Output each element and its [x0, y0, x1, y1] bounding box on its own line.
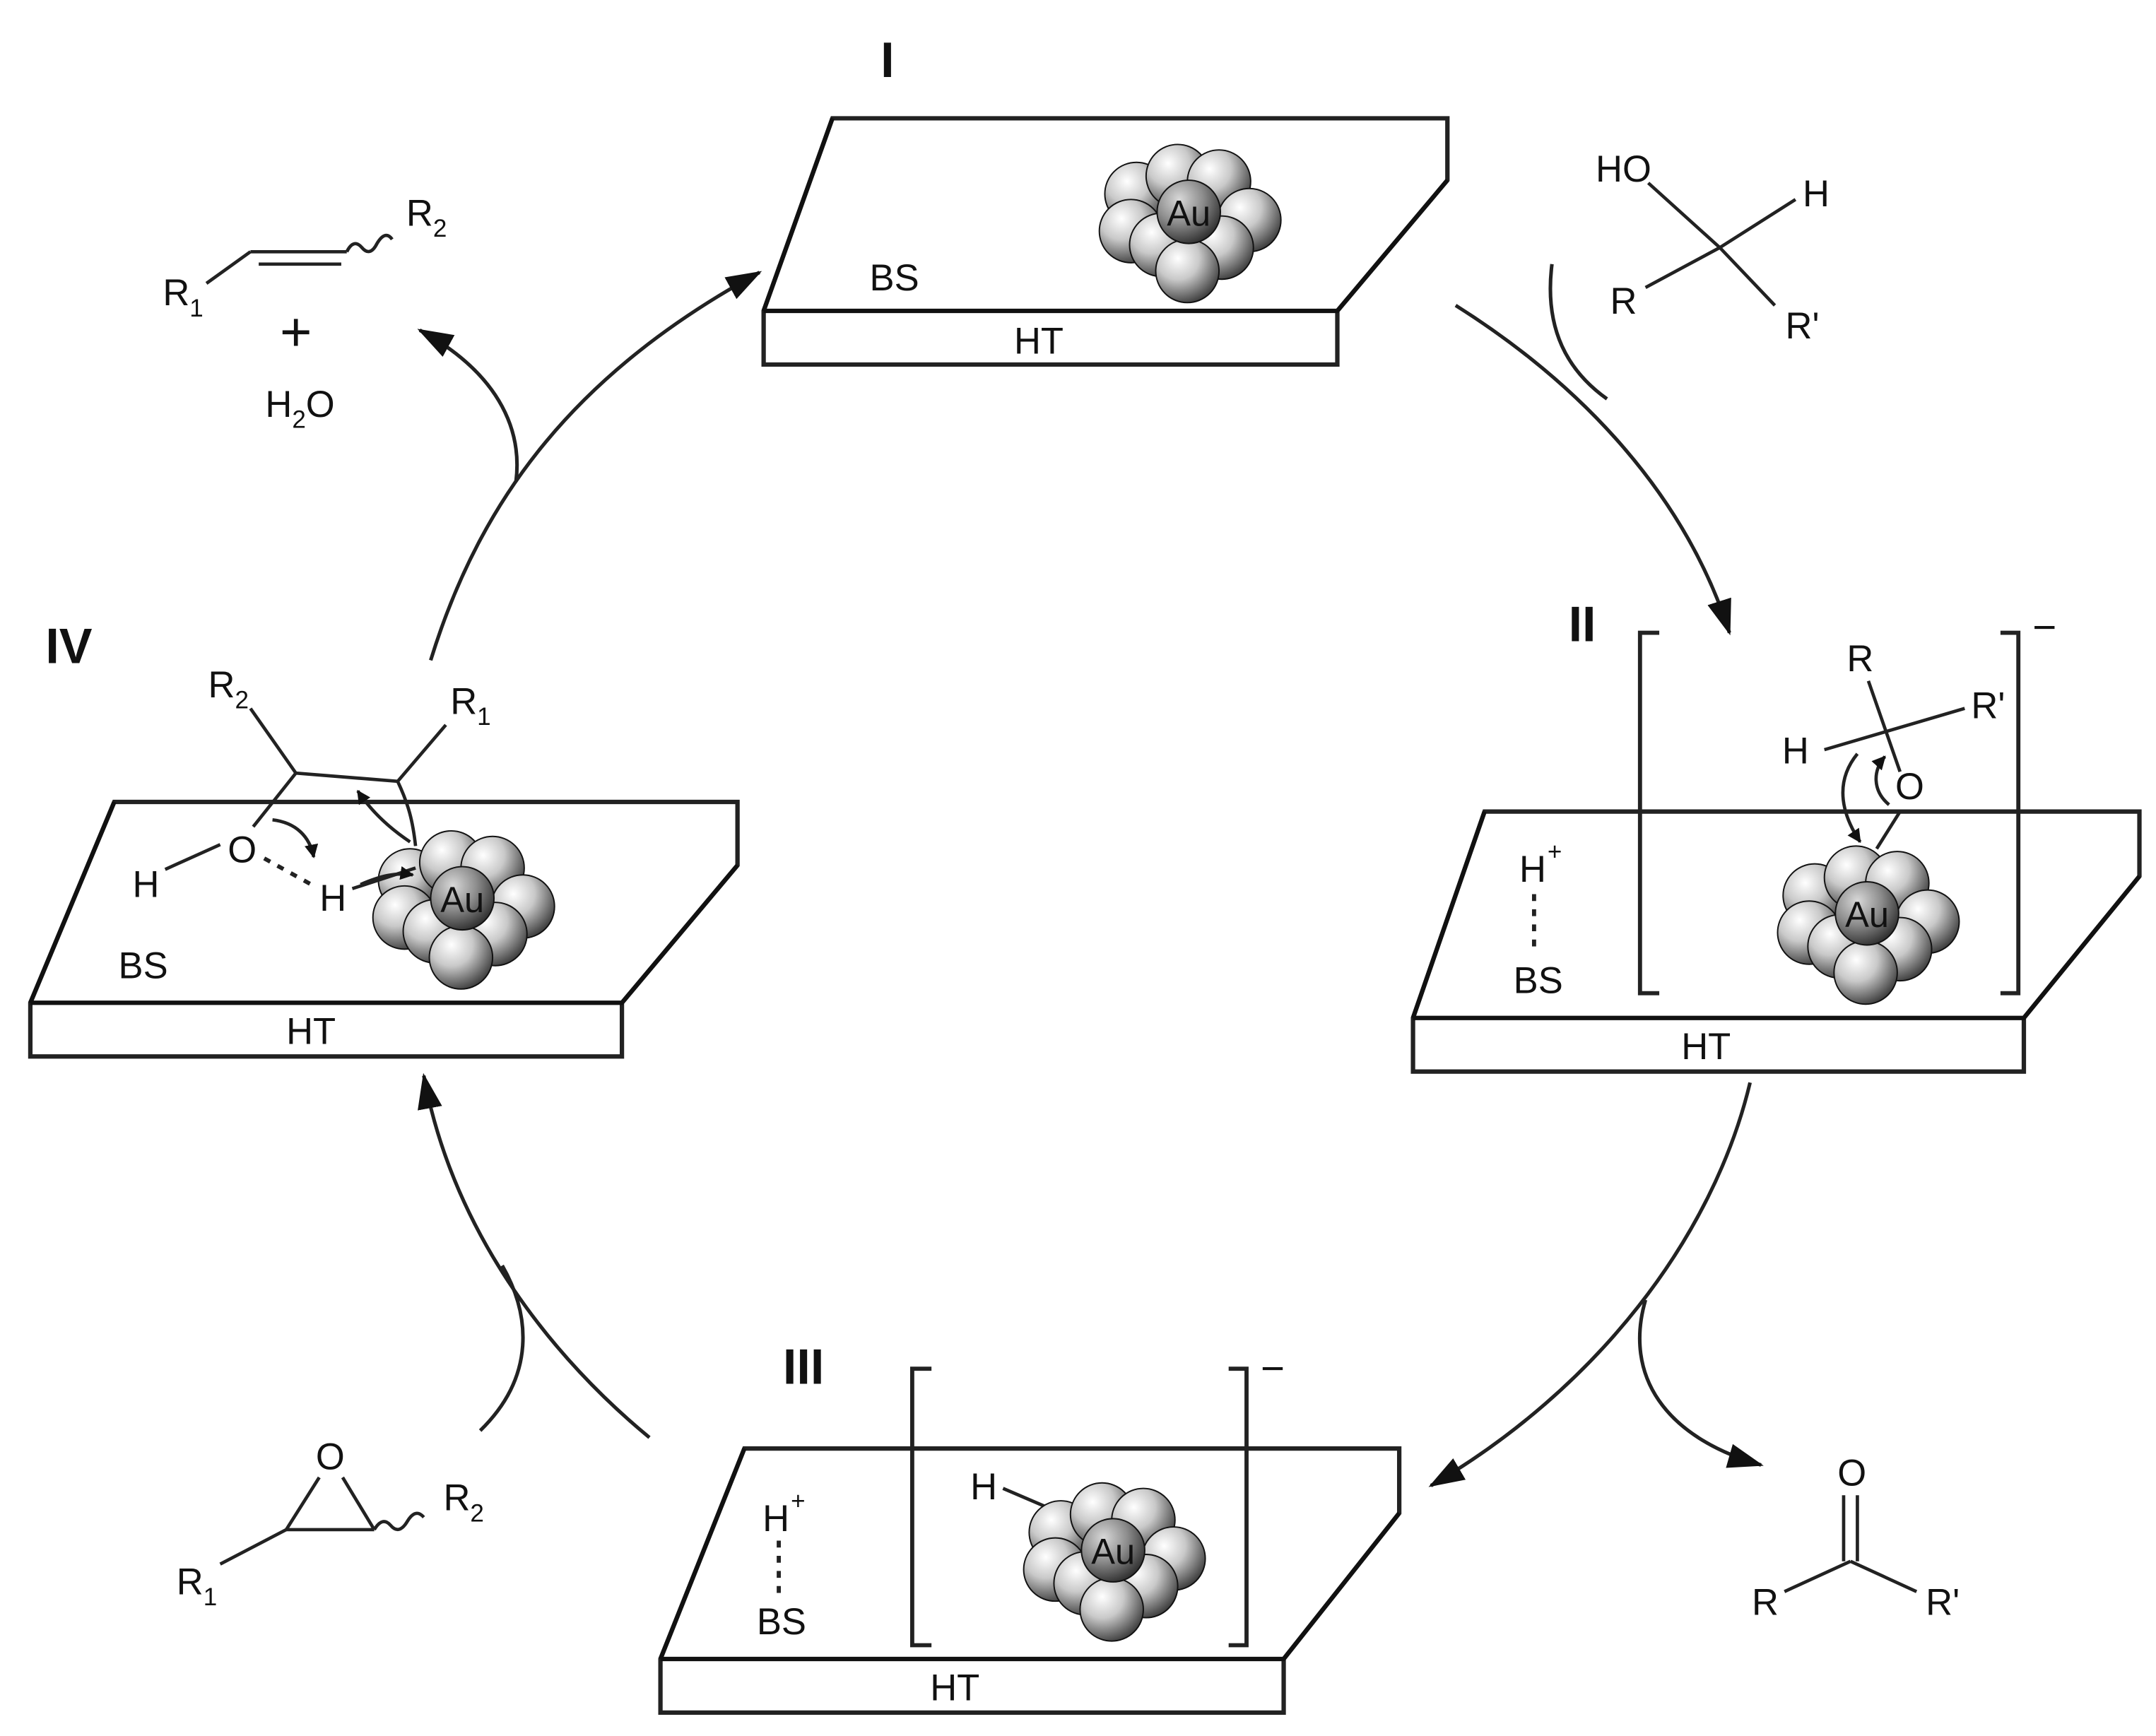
state-iv: IV HT BS Au R2 R1 H O H	[28, 618, 740, 1059]
alkene-release-arrow	[417, 329, 519, 482]
plus-sign: +	[280, 301, 312, 362]
ketone-release-arrow	[1637, 1299, 1764, 1468]
bracket-left-ii	[1637, 630, 1660, 996]
alcohol-r-prime: R'	[1786, 305, 1820, 347]
ketone-r-prime: R'	[1926, 1582, 1960, 1624]
arrow-ii-to-iii	[1428, 1082, 1753, 1487]
ketone-oxygen: O	[1837, 1453, 1866, 1494]
state-label-iii: III	[783, 1340, 824, 1395]
epoxide-substrate: O R1 R2	[177, 1436, 484, 1611]
ring-opening-arrow-iv	[272, 818, 319, 858]
epoxide-opening-iv: R2 R1 H O H	[132, 664, 490, 919]
ketone-product: O R R'	[1752, 1453, 1960, 1624]
basic-site-label-i: BS	[870, 257, 919, 299]
state-label-ii: II	[1569, 596, 1596, 651]
epoxide-oxygen: O	[316, 1436, 345, 1477]
state-iii: III HT − H + BS H Au	[658, 1340, 1402, 1716]
proton-charge-iii: +	[791, 1487, 805, 1515]
arrow-iii-to-iv	[418, 1073, 651, 1439]
hydride-shift-arrow-ii	[1841, 752, 1862, 844]
state-label-iv: IV	[45, 618, 92, 673]
complex-charge-ii: −	[2032, 604, 2056, 650]
gold-label-iii: Au	[1091, 1532, 1135, 1572]
cycle-arrows	[417, 264, 1764, 1487]
oxygen-iv: O	[228, 829, 257, 871]
support-plate-ii	[1410, 809, 2142, 1074]
support-label-iii: HT	[930, 1667, 979, 1708]
substituent-r-ii: R	[1846, 638, 1873, 680]
state-label-i: I	[880, 33, 894, 88]
secondary-alcohol: HO H R R'	[1596, 148, 1830, 347]
ketone-r: R	[1752, 1582, 1779, 1624]
h-bond-iv	[263, 856, 315, 888]
oxygen-ii: O	[1895, 766, 1924, 808]
electron-push-arrow-ii	[1871, 755, 1890, 806]
arrow-i-to-ii	[1454, 304, 1731, 636]
alcohol-hydrogen: H	[1803, 173, 1830, 215]
water-product: H2O	[265, 384, 334, 434]
bracket-left-iii	[909, 1366, 932, 1648]
hydride-return-arrow-iv	[356, 789, 411, 844]
alkene-and-water-products: R1 R2 + H2O	[163, 192, 447, 433]
alpha-hydrogen-ii: H	[1782, 731, 1809, 772]
epoxide-entry-arrow	[478, 1264, 525, 1432]
state-i: I HT BS Au	[761, 33, 1450, 367]
alcohol-r: R	[1610, 281, 1637, 322]
substituent-r-prime-ii: R'	[1971, 685, 2005, 726]
gold-label-iv: Au	[440, 880, 484, 920]
basic-site-label-iii: BS	[757, 1601, 806, 1643]
hydroxyl-hydrogen-iv: H	[132, 863, 159, 905]
alkene-r2: R2	[406, 192, 447, 242]
support-label-iv: HT	[286, 1011, 336, 1053]
proton-label-iii: H	[762, 1498, 789, 1540]
gold-label-ii: Au	[1845, 894, 1889, 935]
gold-label-i: Au	[1167, 193, 1210, 233]
transferring-hydrogen-iv: H	[319, 878, 346, 919]
arrow-iv-to-i	[429, 271, 762, 661]
proton-label-ii: H	[1519, 849, 1546, 890]
substituent-r2-iv: R2	[208, 664, 249, 714]
support-label-ii: HT	[1681, 1026, 1731, 1068]
proton-arrow-iv	[360, 866, 415, 887]
alcohol-hydroxyl: HO	[1596, 148, 1651, 190]
basic-site-label-iv: BS	[119, 945, 168, 986]
hydride-label-iii: H	[970, 1466, 997, 1508]
epoxide-r1: R1	[177, 1561, 217, 1611]
state-ii: II HT − H + BS R R' H O Au	[1410, 596, 2142, 1074]
complex-charge-iii: −	[1261, 1346, 1285, 1392]
alcohol-entry-arrow	[1548, 264, 1608, 401]
bracket-right-iii	[1228, 1366, 1249, 1648]
basic-site-label-ii: BS	[1514, 960, 1563, 1002]
alkene-r1: R1	[163, 272, 203, 322]
support-label-i: HT	[1014, 320, 1064, 362]
epoxide-r2: R2	[443, 1477, 483, 1528]
bracket-right-ii	[2000, 630, 2021, 996]
alkoxide-ii: R R' H O	[1782, 638, 2005, 850]
proton-charge-ii: +	[1548, 838, 1562, 866]
substituent-r1-iv: R1	[450, 680, 490, 731]
